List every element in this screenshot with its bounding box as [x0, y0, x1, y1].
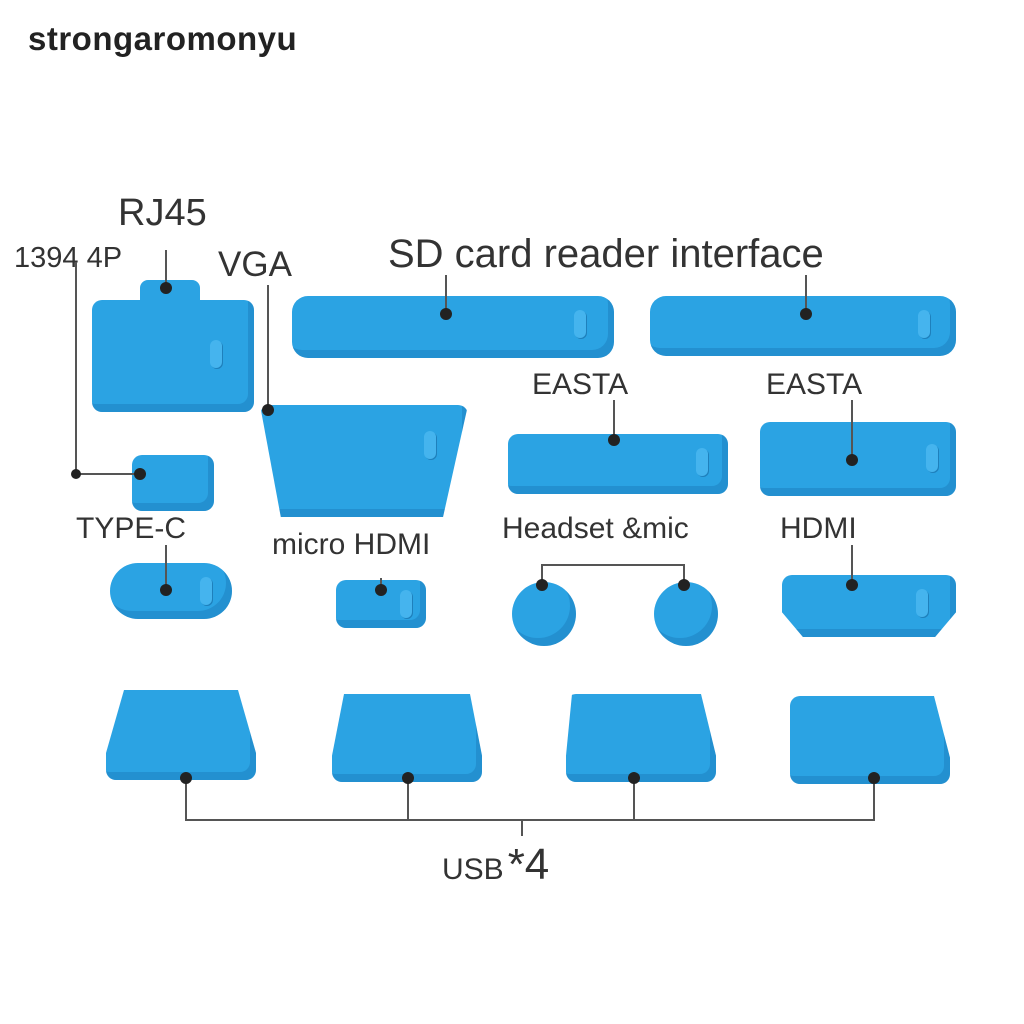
hdmi-plug — [782, 575, 956, 637]
plug-tab — [696, 448, 708, 476]
usb-count: *4 — [507, 840, 550, 889]
usb-plug-3 — [566, 694, 716, 782]
label-usb: USB*4 — [442, 840, 549, 890]
label-1394: 1394 4P — [14, 242, 123, 274]
label-headset: Headset &mic — [502, 512, 689, 545]
sd-plug-2 — [650, 296, 956, 356]
plug-tab — [926, 444, 938, 472]
headset-plug-2 — [654, 582, 718, 646]
label-micro-hdmi: micro HDMI — [272, 528, 431, 561]
plug-tab — [574, 310, 586, 338]
1394-plug — [132, 455, 214, 511]
usb-text: USB — [442, 853, 504, 886]
watermark: strongaromonyu — [28, 20, 298, 57]
sd-plug-1 — [292, 296, 614, 358]
plug-tab — [400, 590, 412, 618]
label-hdmi: HDMI — [780, 512, 857, 545]
easta-plug-2 — [760, 422, 956, 496]
label-sd: SD card reader interface — [388, 232, 824, 276]
plug-tab — [200, 577, 212, 605]
plug-tab — [424, 431, 436, 459]
vga-plug — [260, 405, 468, 517]
usb-plug-1 — [106, 690, 256, 780]
plug-tab — [210, 340, 222, 368]
plug-tab — [916, 589, 928, 617]
label-vga: VGA — [218, 245, 292, 284]
headset-plug-1 — [512, 582, 576, 646]
label-rj45: RJ45 — [118, 192, 207, 234]
label-easta-2: EASTA — [766, 368, 863, 401]
usb-plug-2 — [332, 694, 482, 782]
usb-plug-4 — [790, 696, 950, 784]
label-typec: TYPE-C — [76, 512, 187, 545]
rj45-plug — [92, 300, 254, 412]
plug-tab — [918, 310, 930, 338]
label-easta-1: EASTA — [532, 368, 629, 401]
